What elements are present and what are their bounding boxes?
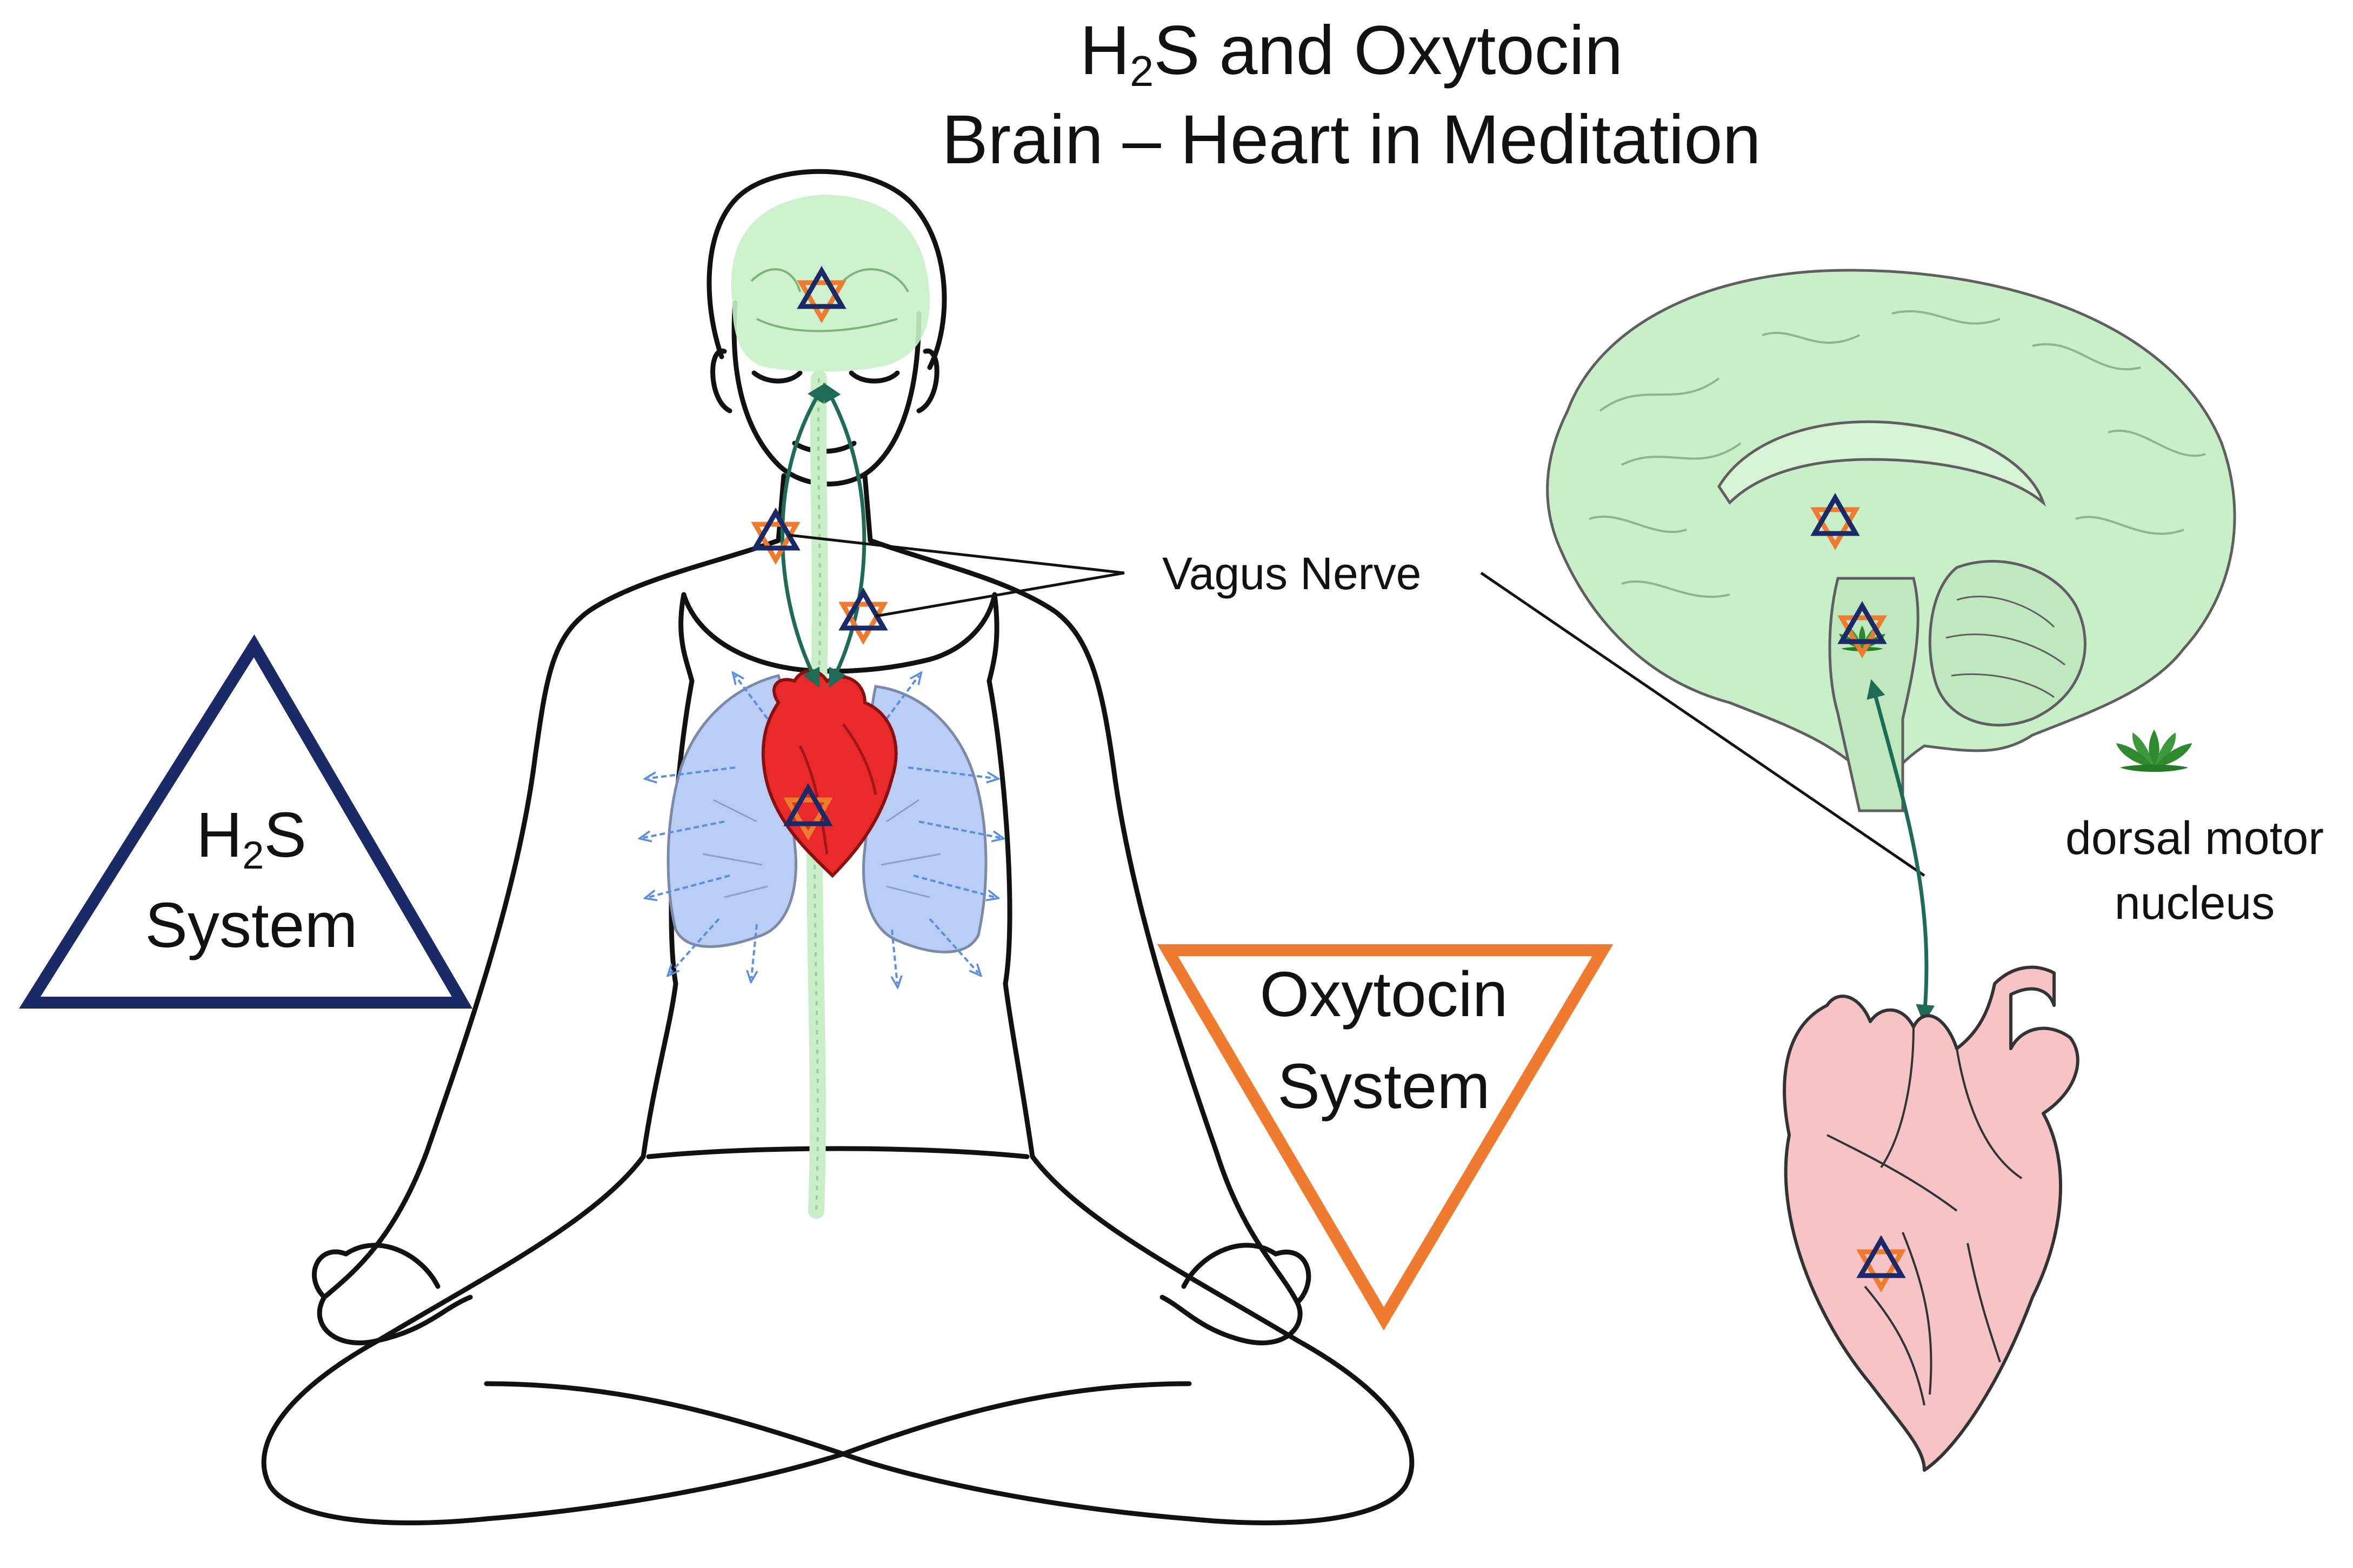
right-leg bbox=[841, 1154, 1415, 1525]
breath-arrows bbox=[643, 676, 1000, 984]
left-leg bbox=[261, 1154, 846, 1525]
vagus-arrow-left bbox=[781, 383, 826, 688]
right-arm bbox=[868, 538, 1303, 1346]
brain-sagittal bbox=[1546, 269, 2236, 812]
title-subscript-2: 2 bbox=[1130, 47, 1154, 96]
anatomical-heart bbox=[1783, 965, 2079, 1472]
left-arm bbox=[317, 538, 781, 1345]
h2s-label: H2S bbox=[196, 799, 306, 877]
oxytocin-system-label: System bbox=[1277, 1051, 1490, 1122]
vagus-arrow-right bbox=[823, 382, 866, 688]
head-outline bbox=[706, 169, 947, 370]
h2s-system-label: System bbox=[145, 890, 357, 961]
right-hand bbox=[1181, 1243, 1311, 1305]
left-hand bbox=[312, 1243, 441, 1300]
waistband bbox=[646, 1146, 1030, 1159]
right-eye bbox=[849, 370, 900, 384]
heart-outline bbox=[1783, 965, 2079, 1472]
figure-title-line2: Brain – Heart in Meditation bbox=[757, 105, 1946, 175]
oxytocin-label: Oxytocin bbox=[1259, 959, 1508, 1030]
dorsal-motor-label: dorsal motor bbox=[2065, 812, 2324, 864]
vagus-arrow-brain-heart bbox=[1867, 679, 1935, 1024]
left-eye bbox=[751, 370, 803, 384]
lotus-icon bbox=[2116, 729, 2192, 772]
title-h: H bbox=[1079, 12, 1130, 89]
title-suffix: S and Oxytocin bbox=[1154, 12, 1623, 89]
vagus-pointer-lines bbox=[789, 533, 1925, 877]
meditating-figure bbox=[261, 169, 1415, 1525]
vagus-nerve-label: Vagus Nerve bbox=[1162, 548, 1421, 599]
h2s-triangle bbox=[19, 634, 473, 1009]
cerebellum bbox=[1928, 560, 2087, 727]
oxytocin-triangle bbox=[1157, 944, 1614, 1331]
figure-title-line1: H2S and Oxytocin bbox=[757, 16, 1946, 93]
title-line2-text: Brain – Heart in Meditation bbox=[942, 101, 1761, 178]
nucleus-label: nucleus bbox=[2115, 877, 2275, 929]
corpus-callosum bbox=[1717, 420, 2047, 507]
